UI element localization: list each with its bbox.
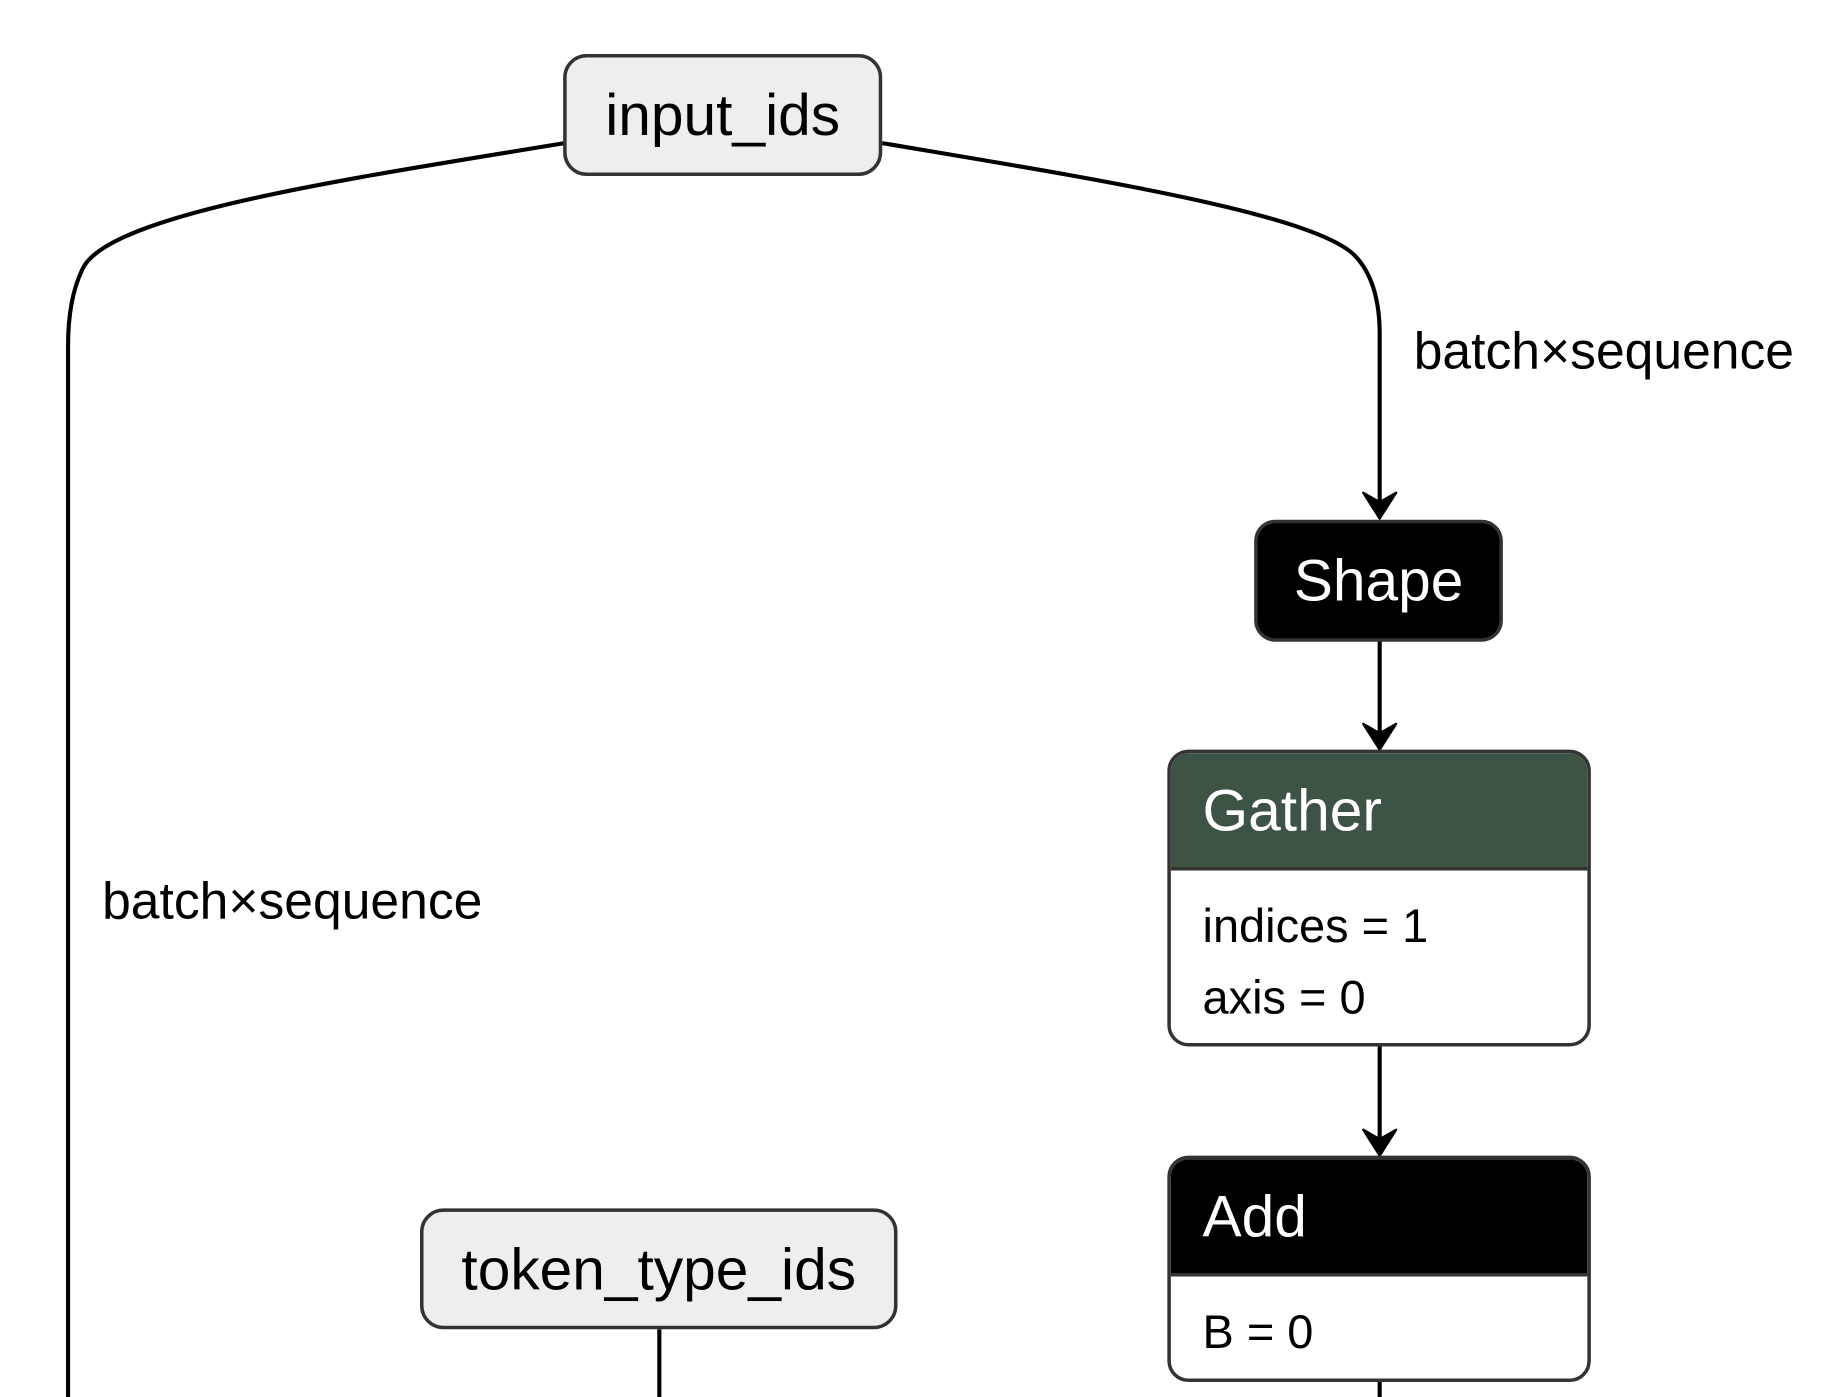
edge-label-input-ids-left: batch×sequence	[102, 872, 483, 931]
edge-label-input-ids-to-shape: batch×sequence	[1413, 322, 1795, 381]
arrowhead-shape	[1362, 491, 1398, 520]
node-shape-label: Shape	[1293, 547, 1464, 614]
node-shape[interactable]: Shape	[1254, 519, 1503, 642]
attribute-b: B = 0	[1202, 1306, 1314, 1359]
node-token-type-ids-label: token_type_ids	[461, 1235, 857, 1302]
node-gather[interactable]: Gather indices = 1 axis = 0	[1167, 749, 1591, 1047]
edge-input-ids-to-shape	[881, 141, 1382, 514]
node-gather-attributes: indices = 1 axis = 0	[1171, 871, 1587, 1035]
node-add-label: Add	[1202, 1183, 1307, 1249]
attribute-axis: axis = 0	[1202, 972, 1366, 1025]
arrowhead-add	[1362, 1128, 1398, 1157]
attribute-indices: indices = 1	[1202, 901, 1429, 953]
edge-input-ids-left	[65, 141, 565, 1397]
node-input-ids[interactable]: input_ids	[563, 53, 883, 176]
node-token-type-ids[interactable]: token_type_ids	[420, 1208, 898, 1330]
node-input-ids-label: input_ids	[605, 82, 841, 148]
node-add[interactable]: Add B = 0	[1167, 1155, 1591, 1383]
node-add-attributes: B = 0	[1171, 1276, 1587, 1369]
node-add-header: Add	[1170, 1159, 1588, 1277]
arrowhead-gather	[1362, 722, 1398, 751]
node-gather-header: Gather	[1170, 753, 1588, 871]
node-gather-label: Gather	[1202, 777, 1382, 843]
